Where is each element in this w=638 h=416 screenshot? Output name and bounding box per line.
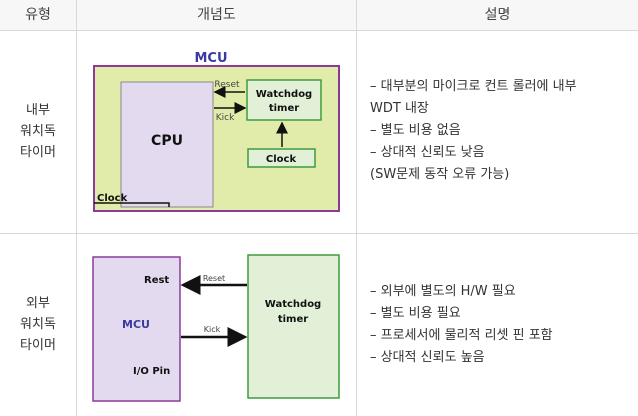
watchdog-box	[247, 254, 340, 399]
clock-box	[247, 148, 316, 168]
description-line: – 별도 비용 없음	[370, 123, 461, 138]
description-line: – 상대적 신뢰도 낮음	[370, 145, 485, 160]
clock-box-label: Clock	[266, 154, 297, 165]
clock-line-label: Clock	[97, 193, 128, 204]
description-line: WDT 내장	[370, 101, 429, 116]
divider	[0, 30, 638, 31]
type-line: 외부	[26, 296, 50, 311]
header-description: 설명	[484, 7, 511, 23]
description-line: – 상대적 신뢰도 높음	[370, 350, 485, 365]
cpu-label: CPU	[151, 133, 183, 149]
description-line: – 별도 비용 필요	[370, 306, 461, 321]
kick-signal-label: Kick	[216, 113, 235, 123]
row-external-type: 외부 워치독 타이머	[0, 293, 76, 356]
watchdog-label-line: timer	[269, 103, 299, 114]
rest-pin-label: Rest	[144, 275, 169, 286]
row-external-description: – 외부에 별도의 H/W 필요 – 별도 비용 필요 – 프로세서에 물리적 …	[370, 281, 632, 369]
header-type: 유형	[25, 7, 51, 23]
watchdog-label-line: timer	[278, 314, 308, 325]
cpu-box	[120, 81, 214, 208]
table-header	[0, 0, 638, 30]
description-line: (SW문제 동작 오류 가능)	[370, 167, 510, 182]
mcu-box	[92, 256, 181, 402]
row-internal-type: 내부 워치독 타이머	[0, 100, 76, 163]
header-diagram: 개념도	[197, 7, 236, 23]
type-line: 타이머	[20, 145, 56, 160]
watchdog-box	[246, 79, 322, 121]
type-line: 워치독	[20, 317, 56, 332]
reset-signal-label: Reset	[214, 80, 240, 90]
external-watchdog-diagram: Rest MCU I/O Pin Watchdog timer Reset Ki…	[92, 254, 340, 402]
divider	[0, 233, 638, 234]
description-line: – 프로세서에 물리적 리셋 핀 포함	[370, 328, 553, 343]
description-line: – 외부에 별도의 H/W 필요	[370, 284, 516, 299]
type-line: 타이머	[20, 338, 56, 353]
divider	[76, 0, 77, 416]
type-line: 워치독	[20, 124, 56, 139]
row-internal-description: – 대부분의 마이크로 컨트 롤러에 내부 WDT 내장 – 별도 비용 없음 …	[370, 76, 632, 186]
watchdog-label-line: Watchdog	[256, 89, 312, 100]
divider	[356, 0, 357, 416]
reset-signal-label: Reset	[203, 274, 225, 283]
description-line: – 대부분의 마이크로 컨트 롤러에 내부	[370, 79, 577, 94]
clock-line	[94, 202, 170, 207]
kick-signal-label: Kick	[204, 325, 221, 334]
watchdog-label-line: Watchdog	[265, 299, 321, 310]
mcu-label: MCU	[122, 318, 150, 331]
mcu-title: MCU	[194, 51, 227, 66]
type-line: 내부	[26, 103, 50, 118]
internal-watchdog-diagram: MCU CPU Watchdog timer Clock Reset Kick …	[93, 51, 340, 212]
io-pin-label: I/O Pin	[133, 366, 170, 377]
